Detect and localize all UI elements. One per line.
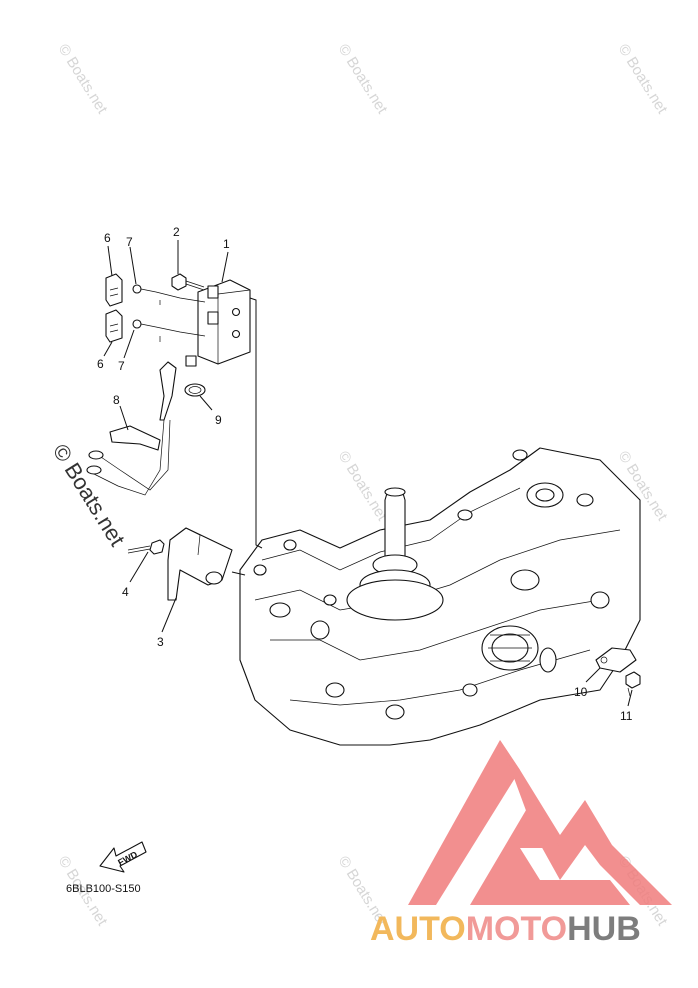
screw-7-upper [132,284,157,294]
callout-number: 10 [574,685,588,699]
bolt-4 [127,539,165,555]
bolt-11 [625,671,641,697]
engine-block [239,447,641,746]
pulser-coil [167,527,233,601]
bolt-2 [171,273,205,291]
leader-lines [103,240,633,707]
callout-number: 8 [113,393,120,407]
brand-logo [408,740,672,905]
brand-hub: HUB [567,910,641,948]
logo-triangle-icon [408,740,520,905]
watermark: © Boats.net [335,41,392,117]
brand-moto: MOTO [466,910,567,948]
clip-6-upper [105,273,123,307]
wire-harness [86,291,206,496]
cdi-unit [185,279,251,367]
watermark: © Boats.net [615,41,672,117]
fwd-arrow: FWD [99,841,147,873]
holder-8 [109,425,161,451]
callout-number: 2 [173,225,180,239]
callout-number: 7 [126,235,133,249]
brand-wordmark: AUTOMOTOHUB [370,910,641,948]
callout-number: 1 [223,237,230,251]
brand-auto: AUTO [370,910,466,948]
callout-number: 3 [157,635,164,649]
callouts: 1 2 3 4 6 6 7 7 8 9 10 11 [97,225,633,723]
callout-number: 7 [118,359,125,373]
watermark: © Boats.net [55,41,112,117]
callout-number: 9 [215,413,222,427]
clamp-9 [184,383,206,397]
diagram-code: 6BLB100-S150 [66,883,141,895]
screw-7-lower [132,319,157,329]
clip-6-lower [105,309,123,343]
callout-number: 6 [97,357,104,371]
callout-number: 4 [122,585,129,599]
callout-number: 11 [620,709,633,723]
watermark: © Boats.net [335,448,392,524]
callout-number: 6 [104,231,111,245]
